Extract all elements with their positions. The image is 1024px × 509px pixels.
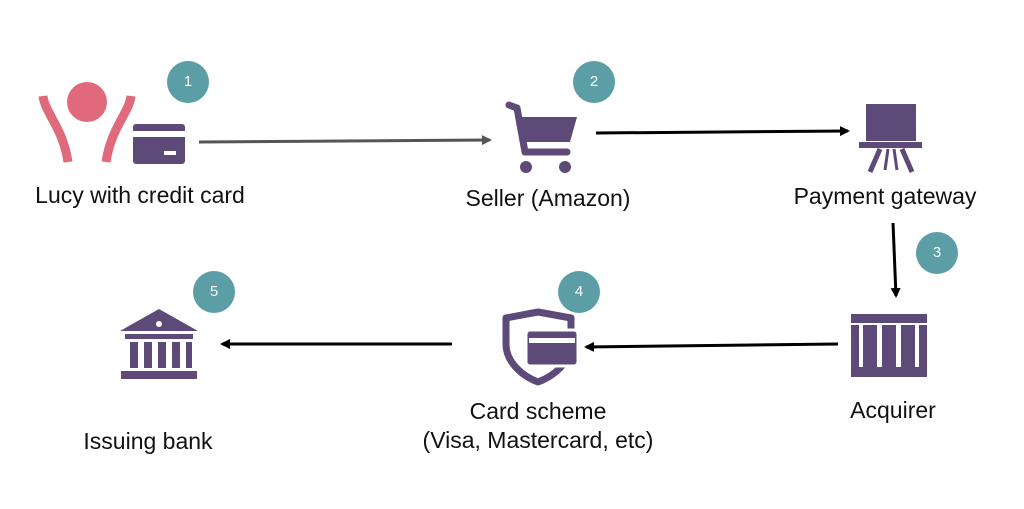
shopping-cart-icon [505,101,577,173]
shield-card-icon [502,308,580,386]
gateway-label: Payment gateway [793,183,977,209]
step-badge-3: 3 [916,232,958,274]
credit-card-icon [133,124,185,164]
acquirer-building-icon [851,314,927,377]
arrow-acquirer-to-scheme [584,341,839,352]
person-icon [38,82,136,163]
payment-terminal-icon [859,104,922,173]
arrow-seller-to-gateway [595,126,850,137]
step-badge-2: 2 [573,61,615,103]
seller-label: Seller (Amazon) [465,185,631,211]
acquirer-label: Acquirer [850,397,936,423]
lucy-label: Lucy with credit card [35,182,245,208]
issuing-label: Issuing bank [83,428,213,454]
scheme-label-line2: (Visa, Mastercard, etc) [422,427,654,453]
scheme-label-line1: Card scheme [469,398,607,424]
bank-icon [120,309,198,379]
step-badge-5: 5 [193,271,235,313]
arrow-gateway-to-acquirer [890,222,901,298]
arrow-lucy-to-seller [198,135,492,146]
step-badge-1: 1 [167,61,209,103]
step-badge-4: 4 [558,271,600,313]
